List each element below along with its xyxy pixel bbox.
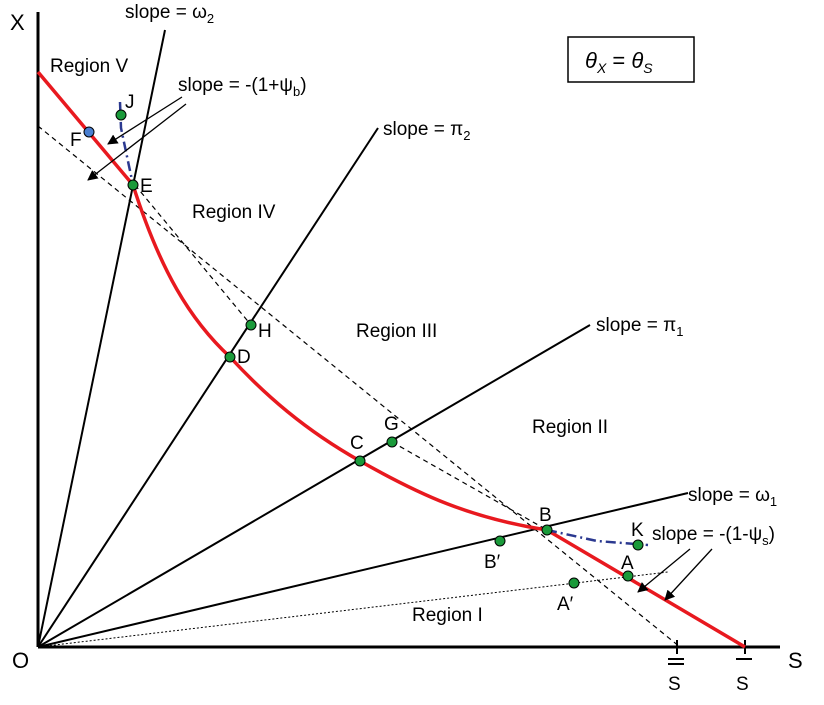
arrow-sell-2 [664, 548, 713, 601]
point-D [224, 351, 236, 363]
point-B [541, 524, 553, 536]
s-doublebar-label: S [668, 674, 681, 695]
label-slope-sell: slope = -(1-ψs) [652, 524, 775, 548]
boundary-curve [36, 70, 746, 649]
point-H [245, 319, 257, 331]
region-5-label: Region V [50, 56, 128, 77]
point-C-label: C [350, 433, 364, 454]
point-G-label: G [384, 414, 399, 435]
point-K-label: K [631, 520, 644, 541]
region-3-label: Region III [356, 321, 437, 342]
theta-box-text: θX = θS [585, 48, 653, 76]
point-B-label: B [539, 505, 552, 526]
label-slope-pi1: slope = π1 [596, 315, 683, 339]
theta-box [567, 36, 695, 83]
y-axis-label: X [10, 10, 25, 35]
point-H-label: H [258, 321, 272, 342]
ray-dotted [37, 571, 669, 648]
arrow-buy-2 [87, 103, 187, 181]
dashed-line-GB [391, 441, 548, 531]
label-slope-pi2: slope = π2 [383, 119, 470, 143]
ray-pi1 [37, 324, 591, 648]
arrow-sell-1 [637, 548, 691, 593]
point-K [632, 539, 644, 551]
label-slope-omega2: slope = ω2 [125, 2, 214, 26]
dashed-line-outer [37, 125, 681, 648]
ray-omega1 [37, 492, 689, 648]
point-B-prime [494, 535, 506, 547]
dashed-line-HB [134, 184, 252, 326]
region-4-label: Region IV [192, 202, 276, 223]
point-B-prime-label: B′ [484, 552, 501, 573]
ray-omega2 [37, 29, 166, 648]
point-E [127, 179, 139, 191]
origin-label: O [12, 648, 29, 673]
arrow-buy-1 [107, 96, 183, 145]
point-F [83, 126, 95, 138]
point-A [622, 570, 634, 582]
point-A-prime-label: A′ [557, 594, 574, 615]
point-E-label: E [140, 176, 153, 197]
point-J [115, 109, 127, 121]
point-G [386, 436, 398, 448]
region-2-label: Region II [532, 417, 608, 438]
s-bar-label: S [736, 674, 749, 695]
point-A-prime [568, 577, 580, 589]
label-slope-omega1: slope = ω1 [688, 485, 777, 509]
point-J-label: J [125, 92, 135, 113]
dashdot-BK [546, 528, 649, 547]
point-A-label: A [621, 553, 634, 574]
point-C [354, 455, 366, 467]
region-1-label: Region I [412, 605, 483, 626]
x-axis-label: S [788, 648, 803, 673]
label-slope-buy: slope = -(1+ψb) [178, 75, 307, 99]
point-D-label: D [237, 347, 251, 368]
ray-pi2 [37, 127, 379, 648]
point-F-label: F [70, 130, 82, 151]
